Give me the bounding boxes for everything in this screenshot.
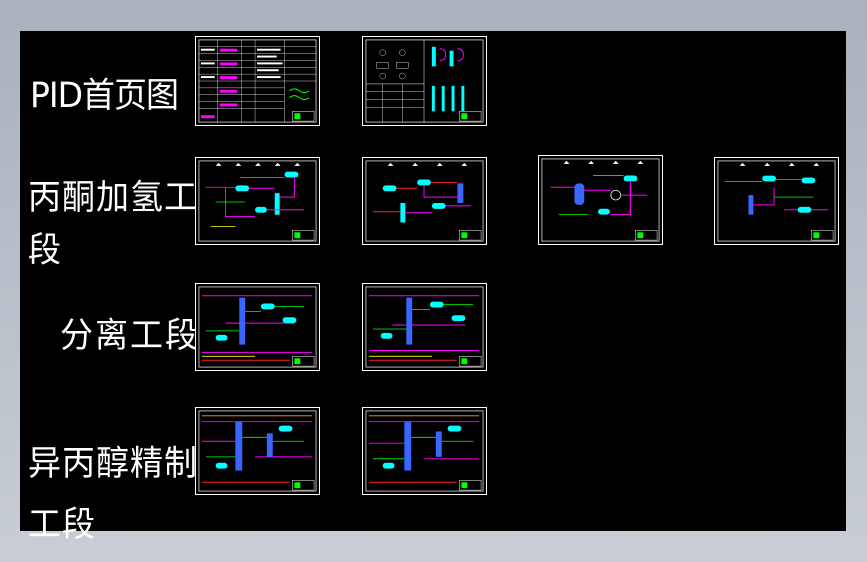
sheet-pid-cover-index[interactable] [195, 36, 320, 126]
sheet-separation-1[interactable] [195, 283, 320, 371]
section-label-acetone-hydrogenation: 丙酮加氢工 段 [28, 176, 198, 270]
sheet-ipa-refining-2[interactable] [362, 407, 487, 495]
section-label-separation: 分离工段 [60, 314, 200, 356]
section-label-ipa-refining: 异丙醇精制 工段 [28, 442, 198, 545]
section-label-pid-cover: PID首页图 [30, 74, 179, 116]
drawing-canvas[interactable]: PID首页图 丙酮加氢工 段 分离工段 异丙醇精制 工段 [20, 31, 846, 544]
sheet-acetone-hydrogenation-2[interactable] [362, 157, 487, 245]
sheet-pid-cover-legend[interactable] [362, 36, 487, 126]
sheet-acetone-hydrogenation-4[interactable] [714, 157, 839, 245]
sheet-acetone-hydrogenation-1[interactable] [195, 157, 320, 245]
sheet-separation-2[interactable] [362, 283, 487, 371]
sheet-ipa-refining-1[interactable] [195, 407, 320, 495]
sheet-acetone-hydrogenation-3[interactable] [538, 155, 663, 245]
